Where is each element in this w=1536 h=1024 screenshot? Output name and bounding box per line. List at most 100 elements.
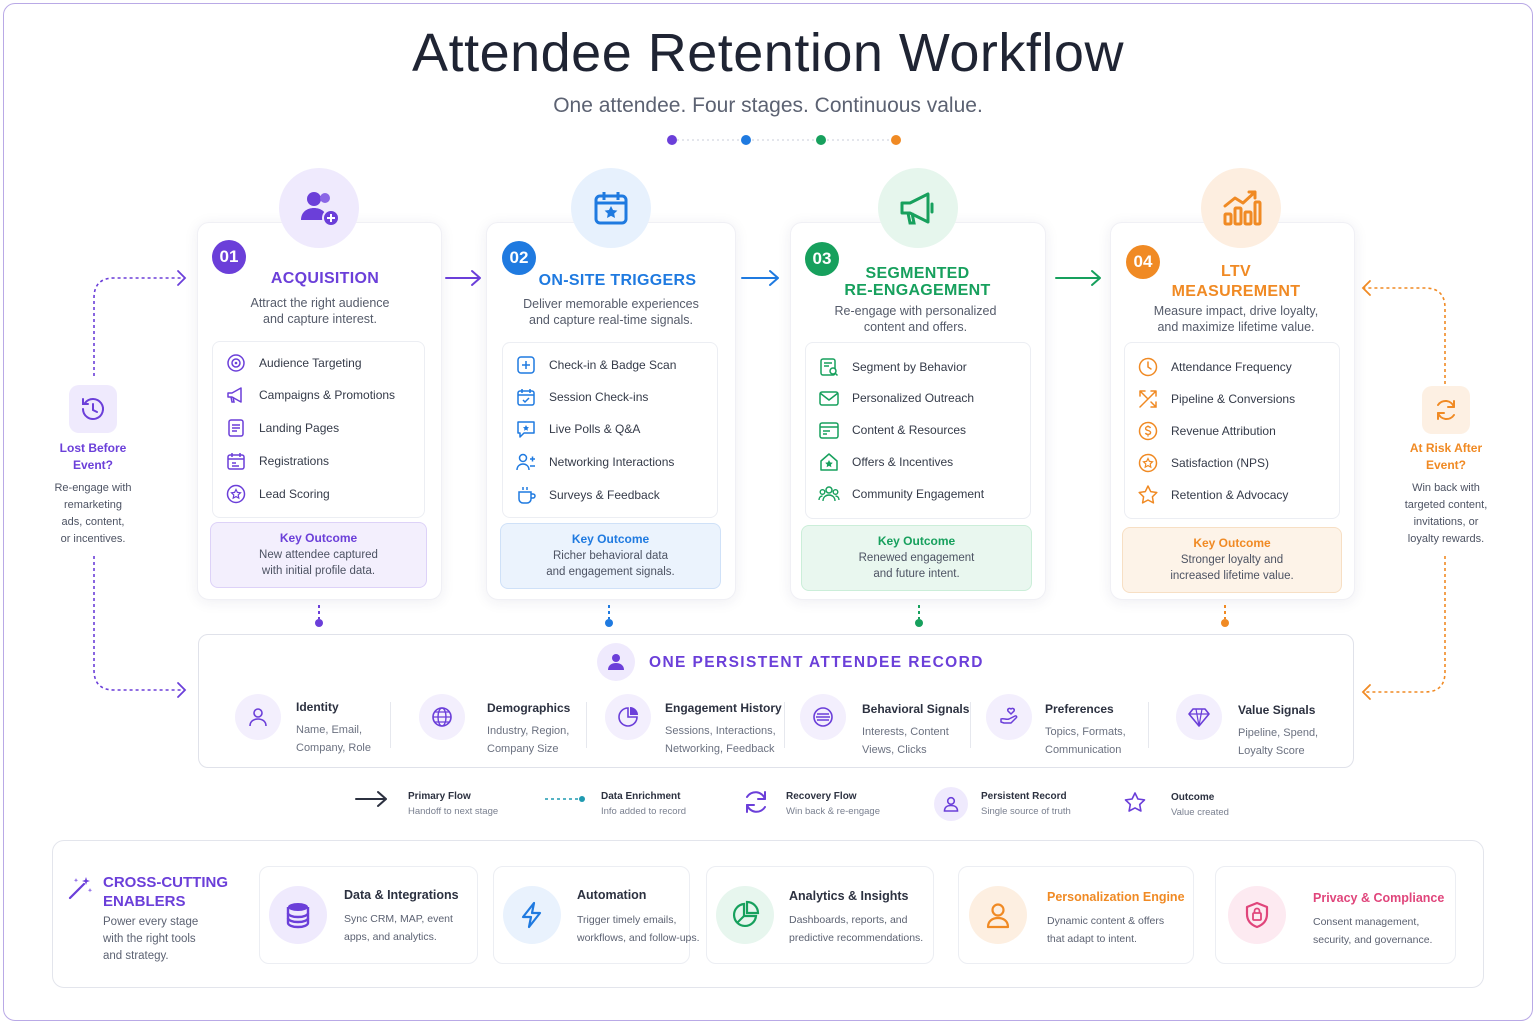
enabler-description: Consent management,security, and governa…: [1313, 916, 1433, 946]
enabler-description: Trigger timely emails,workflows, and fol…: [577, 914, 700, 944]
legend-persistent-record-icon: [934, 787, 968, 821]
dollar-circle-icon: [1138, 421, 1158, 441]
list-item[interactable]: Community Engagement: [818, 483, 984, 505]
offer-house-star-icon: [820, 453, 838, 471]
globe-icon: [419, 694, 465, 740]
stage-number-badge: 02: [502, 241, 536, 275]
record-field-name: Preferences: [1045, 702, 1114, 716]
mail-icon: [819, 391, 839, 406]
engagement-pie-icon: [605, 694, 651, 740]
left-recovery-flow: [93, 270, 187, 698]
calendar-icon: [227, 453, 245, 470]
stage-title: ACQUISITION: [270, 270, 380, 287]
data-enrichment-connector-2: [605, 605, 613, 627]
star-circle-icon: [1138, 453, 1158, 473]
stage-title: ON-SITE TRIGGERS: [538, 272, 697, 289]
diamond-icon: [1176, 694, 1222, 740]
record-field-description: Name, Email,Company, Role: [296, 724, 371, 754]
signals-icon: [800, 694, 846, 740]
list-item[interactable]: Lead Scoring: [225, 483, 330, 505]
legend-label: Primary Flow: [408, 791, 471, 802]
list-item[interactable]: Retention & Advocacy: [1137, 484, 1288, 506]
list-item[interactable]: Satisfaction (NPS): [1137, 452, 1269, 474]
list-item[interactable]: Revenue Attribution: [1137, 420, 1276, 442]
stage-activity-list: Attendance Frequency Pipeline & Conversi…: [1124, 342, 1340, 519]
list-item[interactable]: Personalized Outreach: [818, 387, 974, 409]
legend-outcome-star-icon: [1124, 792, 1146, 812]
legend-sublabel: Single source of truth: [981, 806, 1071, 817]
legend-sublabel: Win back & re-engage: [786, 806, 880, 817]
target-icon: [227, 354, 245, 372]
identity-icon: [235, 694, 281, 740]
legend-primary-flow-arrow-icon: [355, 791, 387, 807]
record-field-description: Pipeline, Spend,Loyalty Score: [1238, 727, 1319, 757]
list-item[interactable]: Pipeline & Conversions: [1137, 388, 1295, 410]
pie-chart-icon: [716, 886, 774, 944]
record-field-name: Value Signals: [1238, 703, 1316, 717]
session-calendar-icon: [517, 389, 535, 406]
stage-number-badge: 04: [1126, 245, 1160, 279]
stage-number-badge: 01: [212, 240, 246, 274]
legend-label: Outcome: [1171, 792, 1215, 803]
primary-flow-arrow-2: [741, 270, 779, 286]
list-item[interactable]: Session Check-ins: [515, 386, 648, 408]
list-item[interactable]: Live Polls & Q&A: [515, 418, 640, 440]
legend-sublabel: Handoff to next stage: [408, 806, 499, 817]
database-icon: [269, 886, 327, 944]
record-divider: [1148, 702, 1149, 748]
record-field-description: Industry, Region,Company Size: [487, 725, 570, 755]
legend-sublabel: Info added to record: [601, 806, 687, 817]
growth-chart-icon: [1201, 168, 1281, 248]
calendar-star-icon: [571, 168, 651, 248]
legend-label: Persistent Record: [981, 791, 1067, 802]
magic-wand-icon: [68, 877, 93, 900]
data-enrichment-connector-4: [1221, 605, 1229, 627]
record-divider: [586, 702, 587, 748]
list-item[interactable]: Campaigns & Promotions: [225, 384, 395, 406]
legend-data-enrichment-icon: [545, 796, 585, 802]
stage-number-badge: 03: [805, 242, 839, 276]
stage-activity-list: Segment by Behavior Personalized Outreac…: [805, 342, 1031, 519]
networking-icon: [516, 453, 535, 471]
record-field-description: Sessions, Interactions,Networking, Feedb…: [665, 725, 776, 755]
persistent-record-title: ONE PERSISTENT ATTENDEE RECORD: [649, 654, 984, 671]
record-field-name: Engagement History: [665, 701, 782, 715]
list-item[interactable]: Networking Interactions: [515, 451, 674, 473]
preferences-hand-icon: [986, 694, 1032, 740]
page-subtitle: One attendee. Four stages. Continuous va…: [553, 94, 983, 117]
list-item[interactable]: Audience Targeting: [225, 352, 362, 374]
enabler-name: Data & Integrations: [344, 888, 459, 902]
megaphone-icon: [878, 168, 958, 248]
stage-dot-3: [816, 135, 826, 145]
page-title: Attendee Retention Workflow: [412, 23, 1124, 83]
history-icon: [69, 385, 117, 433]
list-item[interactable]: Content & Resources: [818, 419, 966, 441]
stage-activity-list: Check-in & Badge Scan Session Check-ins …: [502, 342, 718, 518]
record-field-name: Identity: [296, 700, 339, 714]
stage-dot-1: [667, 135, 677, 145]
megaphone-icon: [227, 387, 242, 403]
list-item[interactable]: Attendance Frequency: [1137, 356, 1292, 378]
conversion-arrows-icon: [1139, 390, 1157, 408]
record-divider: [390, 702, 391, 748]
stage-dots: [667, 135, 901, 145]
list-item[interactable]: Offers & Incentives: [818, 451, 953, 473]
list-item[interactable]: Landing Pages: [225, 417, 339, 439]
enabler-name: Personalization Engine: [1047, 890, 1185, 904]
list-item[interactable]: Surveys & Feedback: [515, 484, 660, 506]
users-add-icon: [279, 168, 359, 248]
list-item[interactable]: Check-in & Badge Scan: [515, 354, 676, 376]
user-record-icon: [597, 643, 635, 681]
list-item[interactable]: Registrations: [225, 450, 329, 472]
list-item[interactable]: Segment by Behavior: [818, 356, 967, 378]
